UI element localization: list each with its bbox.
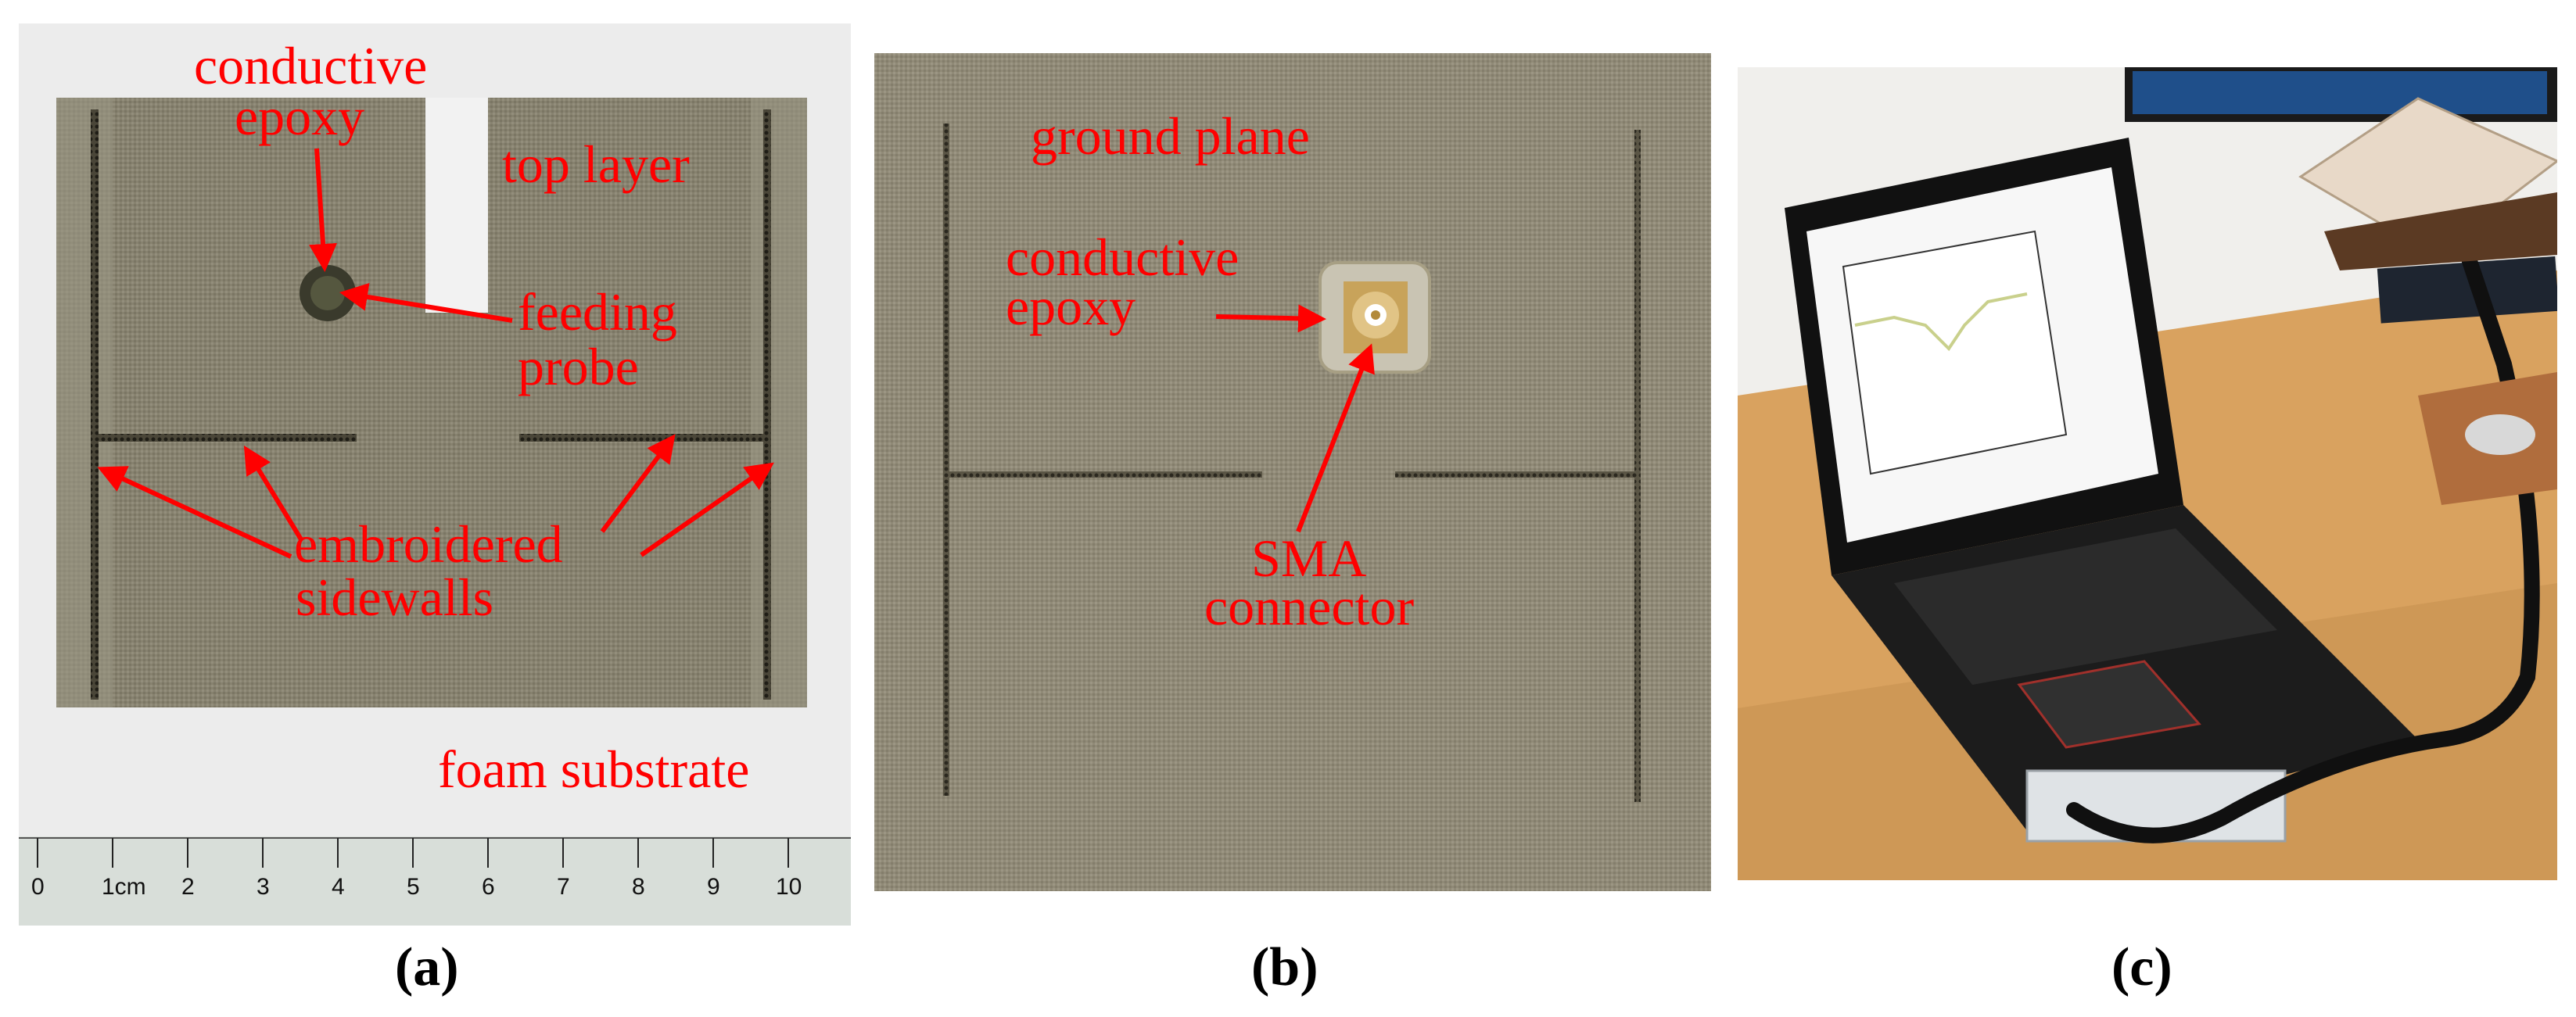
caption-b: (b) (1251, 937, 1318, 997)
ruler-label-9: 9 (707, 874, 720, 900)
label-foam-substrate: foam substrate (438, 739, 750, 799)
ruler-label-10: 10 (776, 874, 802, 900)
label-conductive-epoxy-a-2: epoxy (235, 87, 365, 146)
label-conductive-epoxy-b-1: conductive (1006, 227, 1240, 287)
ruler-label-7: 7 (557, 874, 570, 900)
caption-a: (a) (395, 937, 459, 997)
ruler-label-6: 6 (482, 874, 495, 900)
ruler-label-2: 2 (181, 874, 195, 900)
label-sma: SMA (1251, 528, 1367, 588)
ruler-label-5: 5 (407, 874, 420, 900)
panel-a-photo (19, 23, 851, 926)
ruler-label-3: 3 (257, 874, 270, 900)
label-conductive-epoxy-b-2: epoxy (1006, 277, 1136, 336)
ruler-label-0: 0 (31, 874, 45, 900)
label-feeding-probe-2: probe (518, 337, 639, 396)
label-embroidered-sidewalls-1: embroidered (294, 514, 563, 574)
caption-c: (c) (2111, 937, 2172, 997)
label-connector: connector (1204, 577, 1415, 636)
label-embroidered-sidewalls-2: sidewalls (296, 568, 494, 627)
label-conductive-epoxy-a-1: conductive (194, 36, 428, 95)
label-feeding-probe-1: feeding (518, 282, 677, 342)
panel-c-photo (1738, 67, 2557, 880)
panel-b-photo (874, 53, 1711, 891)
ruler-label-8: 8 (632, 874, 645, 900)
ruler-label-1: 1cm (102, 874, 146, 900)
label-ground-plane: ground plane (1031, 106, 1310, 166)
label-top-layer: top layer (502, 134, 690, 194)
ruler-label-4: 4 (332, 874, 345, 900)
